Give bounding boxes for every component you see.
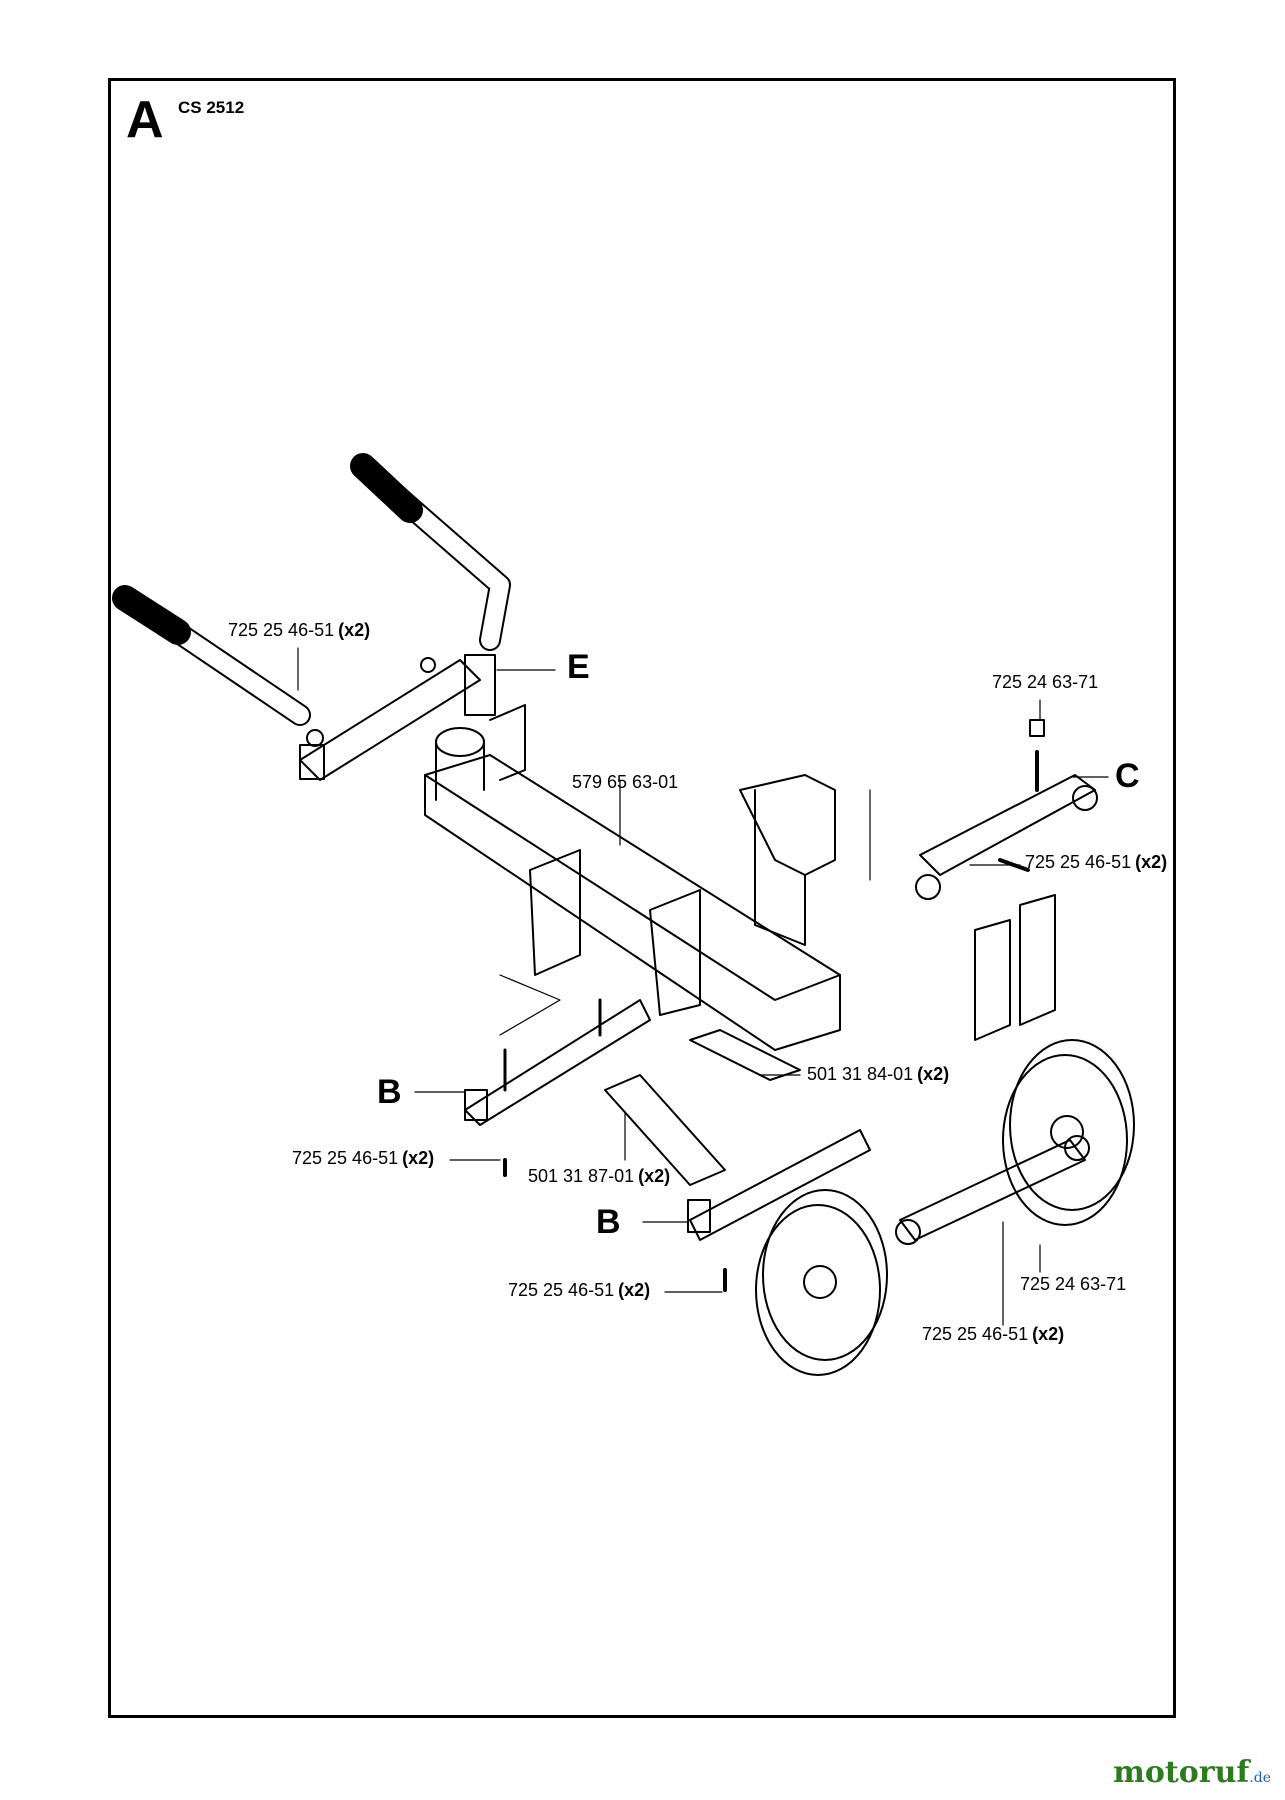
main-frame-beam bbox=[424, 704, 841, 1051]
callout-right-axle-bolt: 725 25 46-51(x2) bbox=[1025, 852, 1168, 872]
callout-sleeve-right: 501 31 84-01(x2) bbox=[807, 1064, 950, 1084]
wheel-front bbox=[755, 1189, 888, 1376]
foot-assembly-b-center bbox=[604, 1029, 871, 1292]
callout-center-foot-bolt: 725 25 46-51(x2) bbox=[508, 1280, 651, 1300]
sleeve-pair-right bbox=[974, 894, 1056, 1041]
handle-bar-left bbox=[112, 585, 311, 726]
callout-sleeve-left: 501 31 87-01(x2) bbox=[528, 1166, 671, 1186]
wheel-axle bbox=[895, 1135, 1090, 1245]
callout-frame: 579 65 63-01 bbox=[572, 772, 679, 792]
leader-lines bbox=[297, 647, 1109, 1326]
model-label: CS 2512 bbox=[178, 98, 245, 117]
callout-left-foot-bolt: 725 25 46-51(x2) bbox=[292, 1148, 435, 1168]
ref-letter-b-center: B bbox=[596, 1203, 621, 1241]
brand-logo: motoruf.de bbox=[1113, 1755, 1271, 1790]
ref-letter-c: C bbox=[1115, 757, 1140, 795]
drawing-frame bbox=[108, 78, 1176, 1718]
callout-wheel-axle-bolt: 725 25 46-51(x2) bbox=[922, 1324, 1065, 1344]
ref-letter-b-left: B bbox=[377, 1073, 402, 1111]
handle-bar-right bbox=[350, 453, 511, 651]
handle-clamp bbox=[299, 654, 496, 781]
foot-assembly-b-left bbox=[464, 998, 651, 1177]
ref-letter-e: E bbox=[567, 648, 590, 686]
callout-handle-bolt: 725 25 46-51(x2) bbox=[228, 620, 371, 640]
wheel-rear bbox=[1002, 1039, 1135, 1226]
section-letter: A bbox=[126, 91, 164, 149]
callout-bottom-right-pin: 725 24 63-71 bbox=[1020, 1274, 1127, 1294]
callout-top-right-pin: 725 24 63-71 bbox=[992, 672, 1099, 692]
